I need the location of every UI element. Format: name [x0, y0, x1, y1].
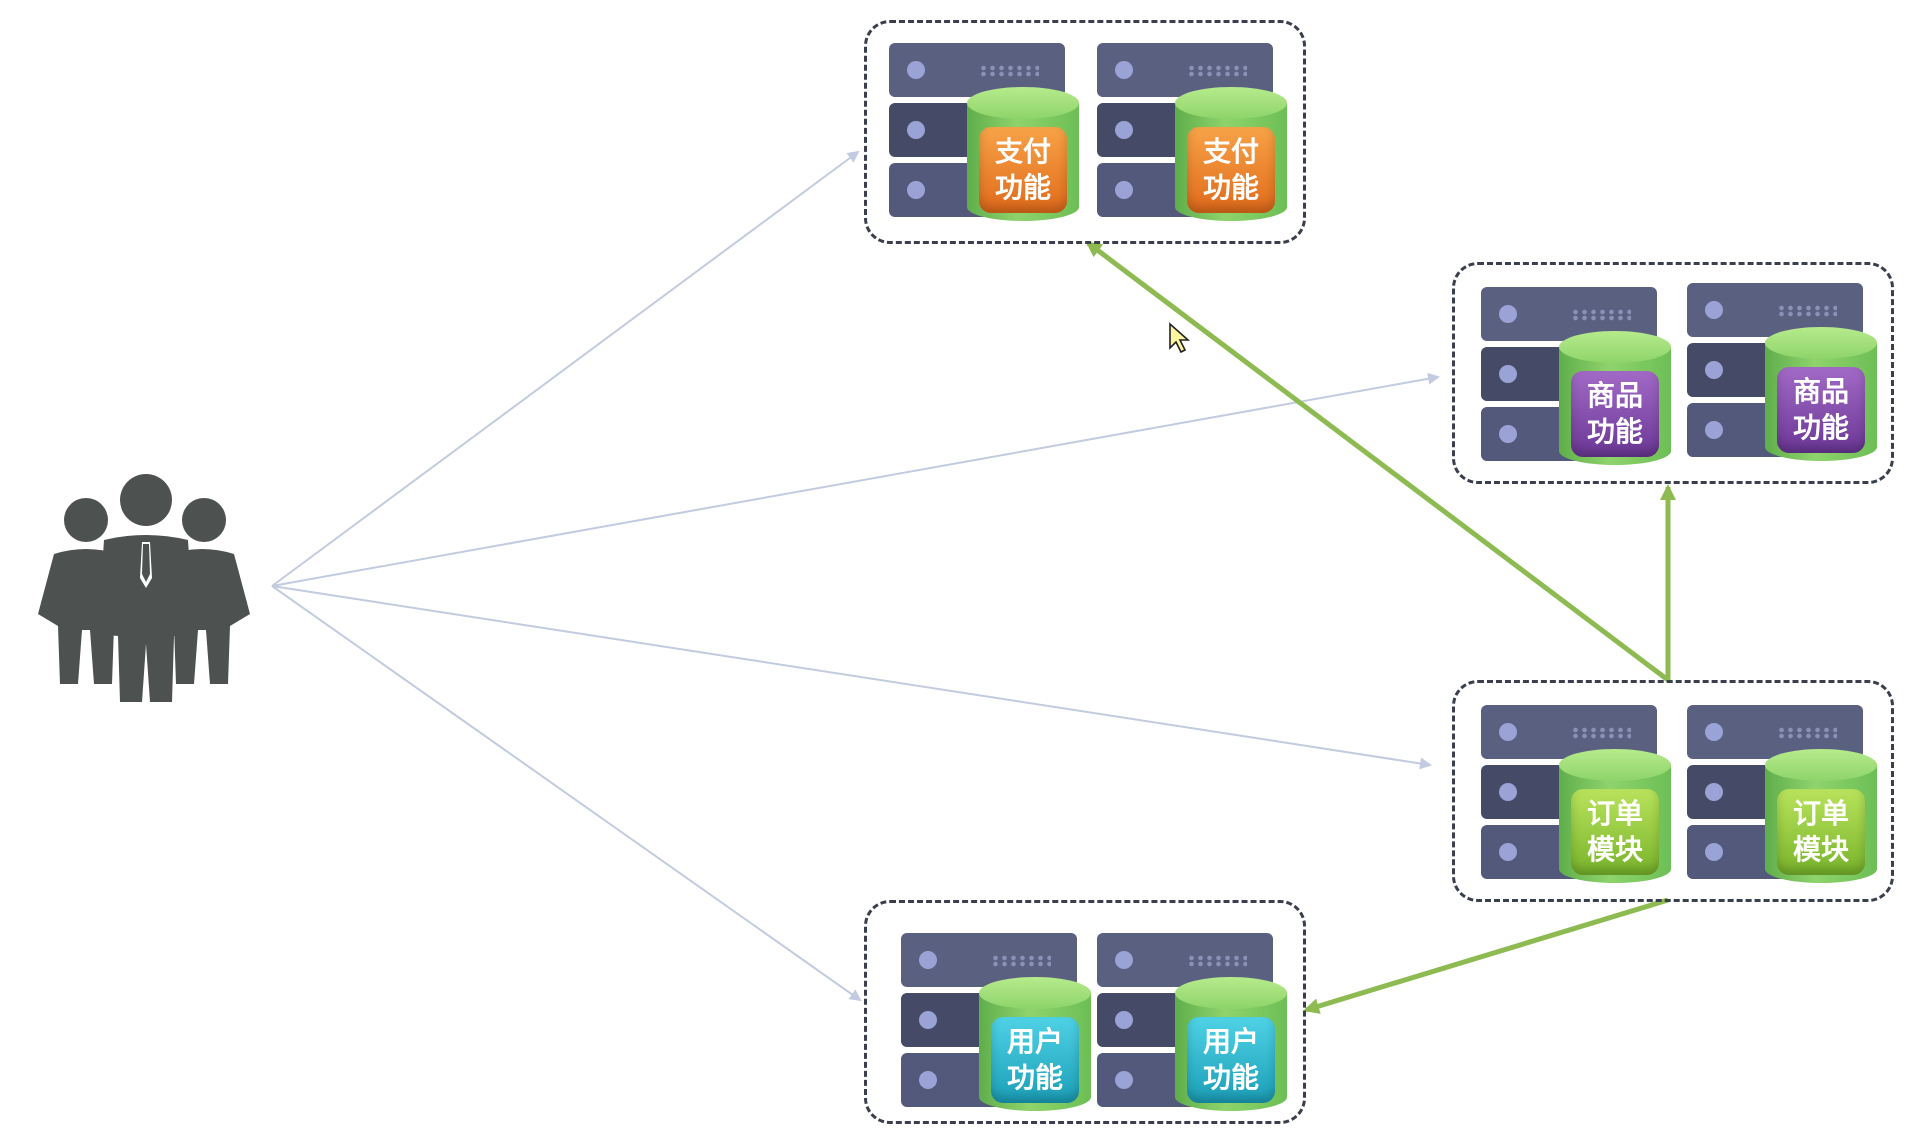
service-label: 支付 功能 — [979, 127, 1067, 213]
product-server-2: 商品 功能 — [1687, 283, 1877, 461]
arrow-users-to-order — [271, 585, 1432, 770]
payment-server-2: 支付 功能 — [1097, 43, 1287, 221]
database-icon: 商品 功能 — [1559, 331, 1671, 471]
user-server-1: 用户 功能 — [901, 933, 1091, 1111]
database-icon: 用户 功能 — [979, 977, 1091, 1117]
arrow-users-to-user — [271, 585, 862, 1002]
service-label: 订单 模块 — [1777, 789, 1865, 875]
database-icon: 用户 功能 — [1175, 977, 1287, 1117]
arrow-order-to-payment — [1085, 241, 1670, 682]
database-icon: 商品 功能 — [1765, 327, 1877, 467]
database-icon: 订单 模块 — [1559, 749, 1671, 889]
service-label: 用户 功能 — [991, 1017, 1079, 1103]
service-label: 用户 功能 — [1187, 1017, 1275, 1103]
user-cluster: 用户 功能 用户 功能 — [864, 900, 1306, 1124]
arrow-order-to-user — [1303, 897, 1669, 1014]
arrow-users-to-product — [271, 372, 1440, 587]
service-label: 订单 模块 — [1571, 789, 1659, 875]
order-server-1: 订单 模块 — [1481, 705, 1671, 883]
service-label: 支付 功能 — [1187, 127, 1275, 213]
service-label: 商品 功能 — [1571, 371, 1659, 457]
database-icon: 支付 功能 — [1175, 87, 1287, 227]
payment-server-1: 支付 功能 — [889, 43, 1079, 221]
database-icon: 支付 功能 — [967, 87, 1079, 227]
arrow-users-to-payment — [271, 150, 860, 587]
user-server-2: 用户 功能 — [1097, 933, 1287, 1111]
product-cluster: 商品 功能 商品 功能 — [1452, 262, 1894, 484]
service-label: 商品 功能 — [1777, 367, 1865, 453]
order-server-2: 订单 模块 — [1687, 705, 1877, 883]
payment-cluster: 支付 功能 支付 功能 — [864, 20, 1306, 244]
mouse-pointer-icon — [1169, 322, 1191, 354]
order-cluster: 订单 模块 订单 模块 — [1452, 680, 1894, 902]
users-group-icon — [38, 474, 250, 702]
product-server-1: 商品 功能 — [1481, 287, 1671, 465]
database-icon: 订单 模块 — [1765, 749, 1877, 889]
